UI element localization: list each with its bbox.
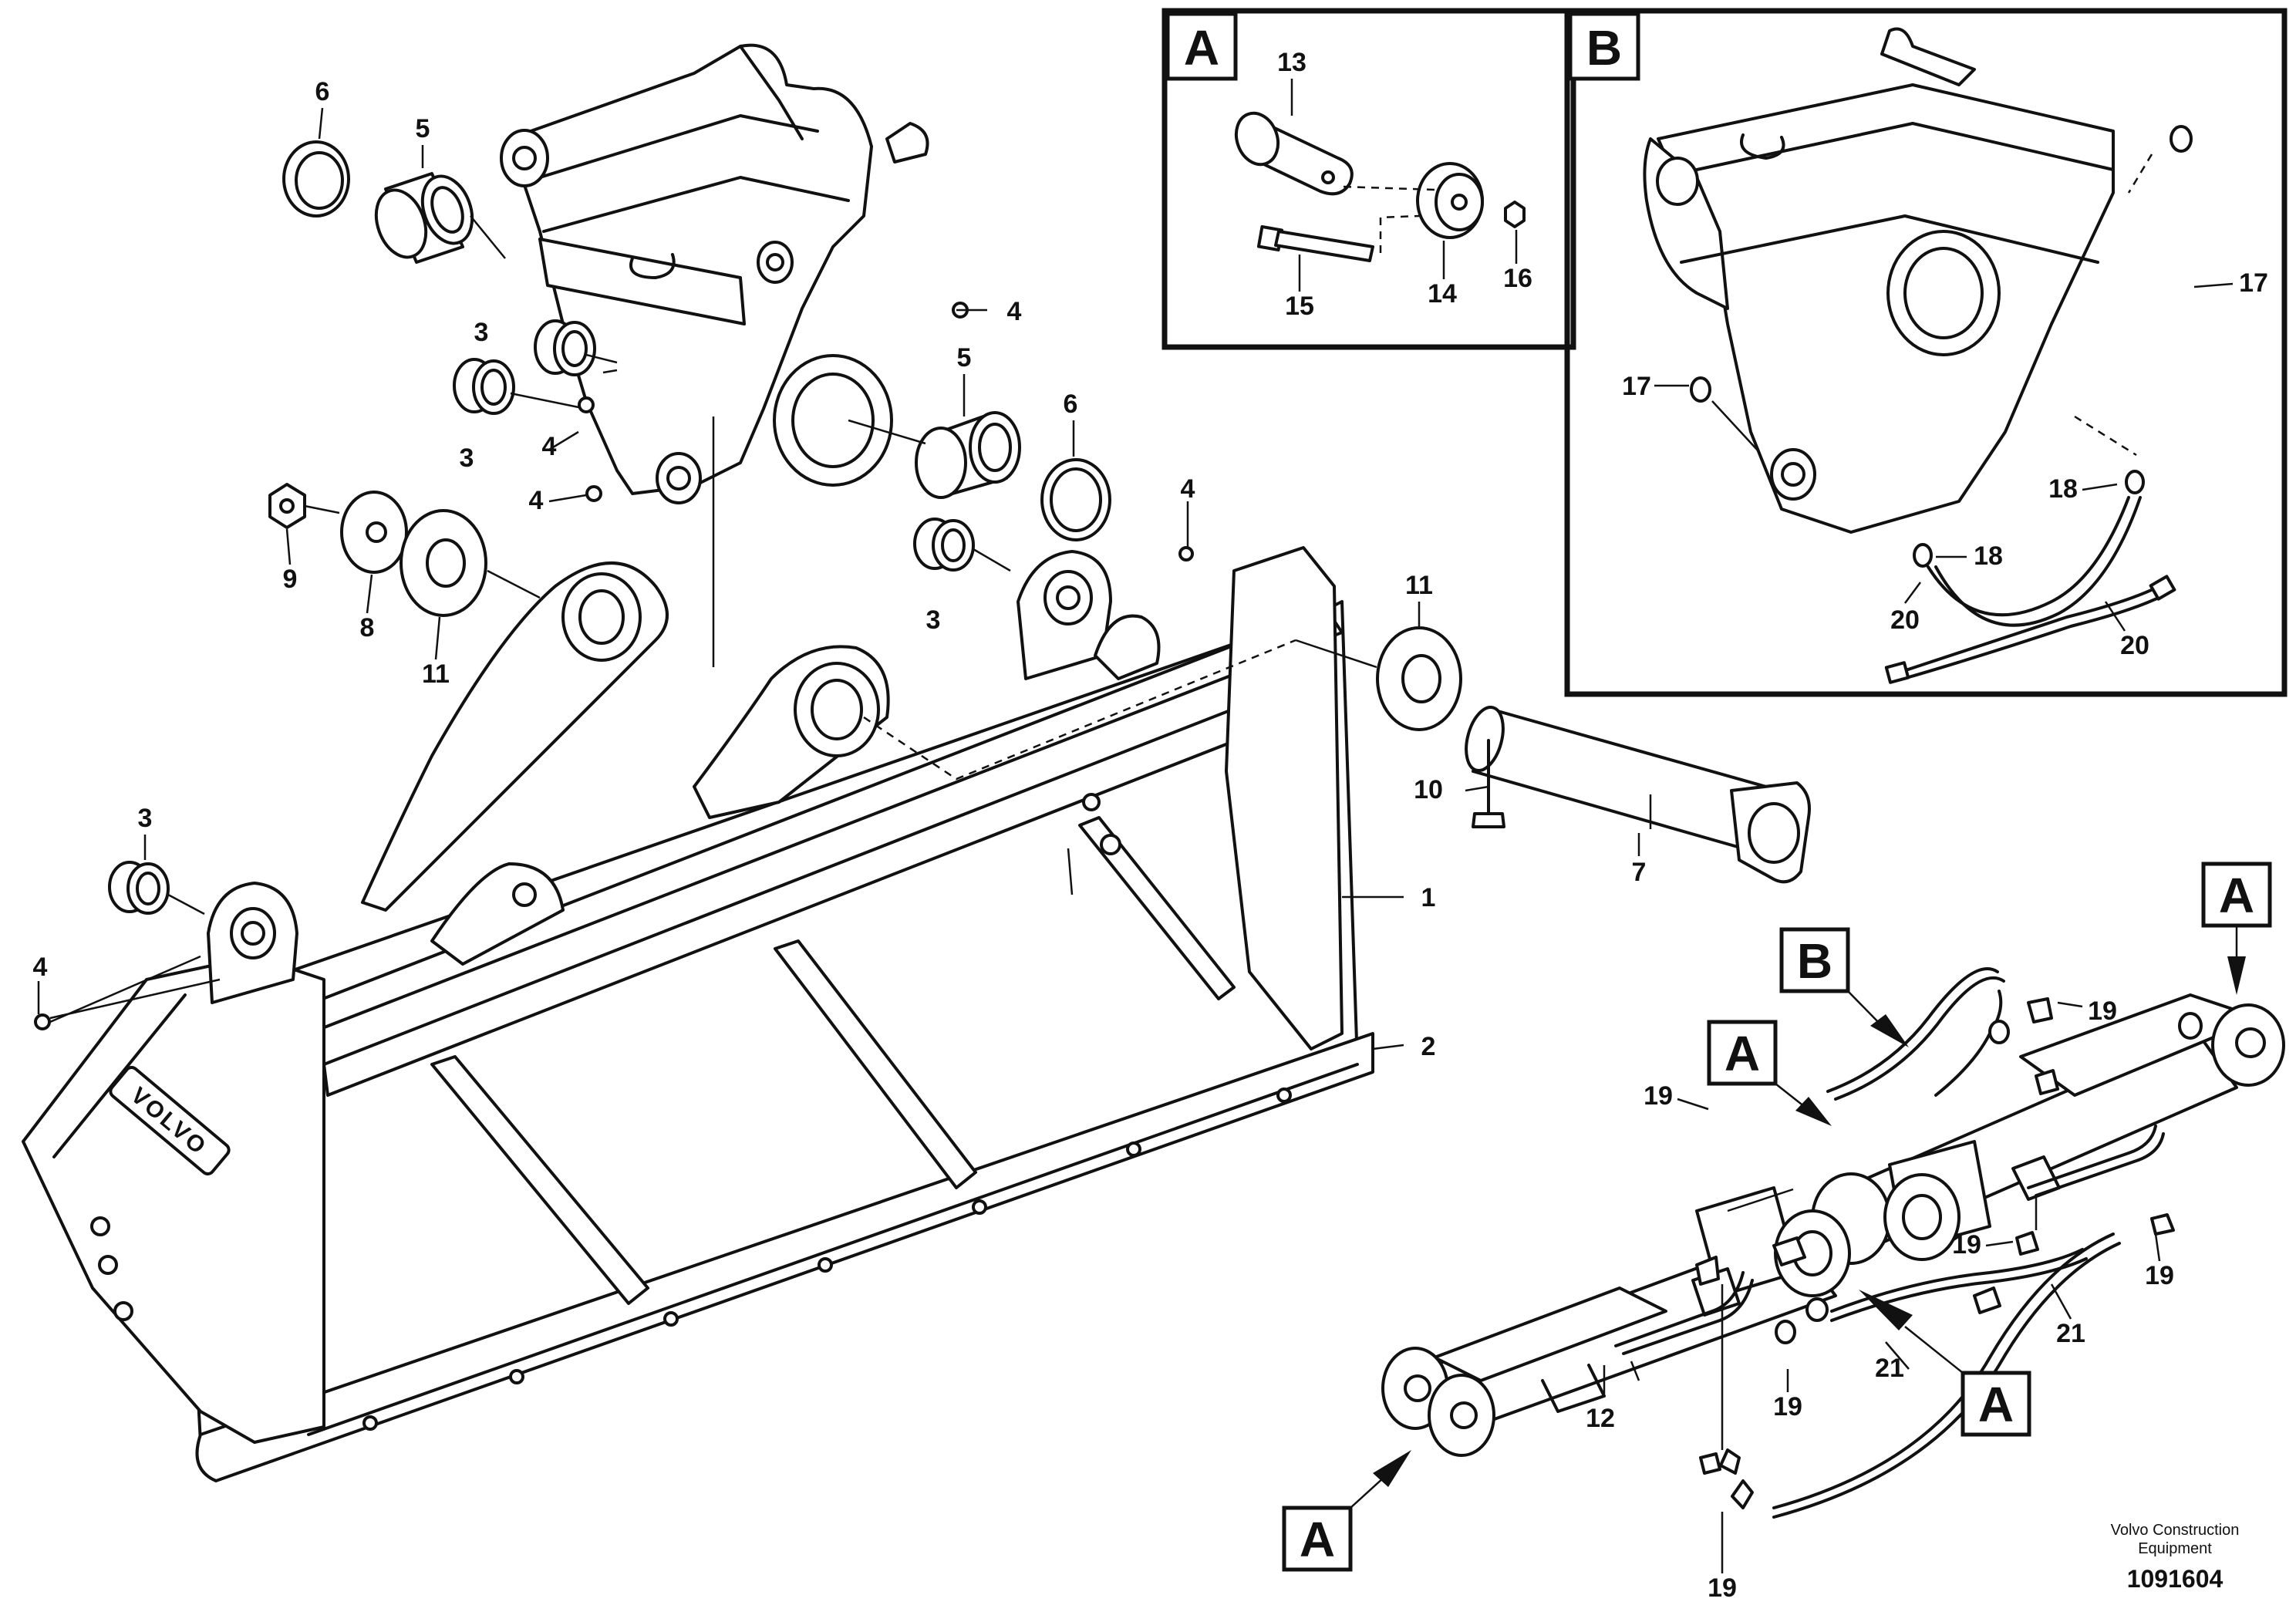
callout-18-upper: 18	[2048, 474, 2078, 504]
callout-21-b: 21	[2056, 1319, 2085, 1348]
callout-19-f: 19	[1708, 1573, 1737, 1603]
washer-8	[340, 491, 408, 574]
bush-5-left	[374, 172, 474, 264]
callout-4-a: 4	[1007, 297, 1022, 326]
callout-3-upper-b: 3	[460, 443, 474, 473]
callout-19-d: 19	[2145, 1261, 2174, 1290]
o-ring-6-right	[1040, 458, 1111, 541]
callout-6-left: 6	[315, 77, 330, 106]
inset-b-label: B	[1586, 20, 1622, 76]
callout-19-b: 19	[1644, 1081, 1673, 1111]
callout-6-right: 6	[1064, 389, 1078, 419]
hoses-20	[1884, 496, 2176, 684]
view-label-a-top-right: A	[2201, 862, 2272, 995]
callout-3-lower: 3	[138, 804, 153, 833]
washer-11-left	[400, 509, 487, 617]
inset-a-frame	[1161, 8, 1576, 350]
callout-11-left: 11	[422, 659, 450, 689]
view-label-a-lower-right: A	[1859, 1290, 2031, 1437]
callout-7: 7	[1632, 858, 1647, 887]
view-label-a2: A	[1725, 1026, 1760, 1081]
callout-15: 15	[1285, 292, 1314, 321]
bucket-1: VOLVO	[22, 546, 1374, 1482]
lock-pin-10	[1472, 739, 1505, 828]
view-label-b: B	[1779, 927, 1909, 1047]
drawing-number: 1091604	[2127, 1565, 2224, 1593]
view-label-a4: A	[1300, 1512, 1335, 1567]
view-label-a3: A	[1978, 1377, 2014, 1432]
callout-19-c: 19	[1952, 1230, 1981, 1259]
callout-14: 14	[1428, 279, 1457, 309]
callout-4-b: 4	[542, 432, 557, 461]
pin-7	[1465, 706, 1811, 884]
callout-17-left: 17	[1622, 372, 1651, 401]
washer-14	[1416, 162, 1484, 239]
callout-5-left: 5	[416, 114, 430, 143]
callout-9: 9	[283, 565, 298, 594]
callout-1: 1	[1421, 883, 1436, 912]
callout-20-right: 20	[2120, 631, 2149, 660]
view-label-a1: A	[2219, 868, 2254, 923]
cylinder-12	[1381, 993, 2285, 1457]
bush-3-upper-a	[534, 319, 596, 376]
callout-2: 2	[1421, 1032, 1436, 1061]
callout-19-e: 19	[1773, 1392, 1802, 1421]
callout-4-c: 4	[529, 486, 544, 515]
callout-4-e: 4	[33, 953, 48, 982]
callout-10: 10	[1414, 775, 1443, 804]
callout-20-left: 20	[1890, 605, 1920, 635]
inset-a-tag: A	[1165, 12, 1238, 81]
inset-a-label: A	[1184, 20, 1219, 76]
view-label-a-middle: A	[1707, 1020, 1832, 1126]
callout-8: 8	[360, 613, 375, 642]
nut-9	[268, 483, 306, 529]
nut-16	[1504, 201, 1526, 228]
bush-5-right	[915, 411, 1021, 499]
inset-b-adapter	[1643, 27, 2115, 534]
footer-company-line2: Equipment	[2138, 1540, 2212, 1557]
o-ring-6-left	[282, 140, 350, 218]
inset-b-frame	[1564, 8, 2288, 697]
callout-19-a: 19	[2088, 996, 2117, 1026]
view-label-b1: B	[1797, 933, 1832, 989]
callout-4-d: 4	[1181, 474, 1195, 504]
fittings-17-18	[1690, 125, 2193, 568]
quick-coupler-frame	[500, 43, 929, 504]
bush-3-lower-left	[108, 861, 170, 915]
callout-11-right: 11	[1405, 571, 1433, 600]
inset-b-tag: B	[1568, 12, 1640, 81]
callout-12: 12	[1586, 1404, 1615, 1433]
bolt-15	[1256, 224, 1374, 262]
fittings-19	[1695, 997, 2175, 1509]
bush-3-upper-b	[453, 358, 515, 415]
grease-nipple-4-lower	[34, 1013, 51, 1030]
footer-company: Volvo Construction	[2111, 1522, 2240, 1539]
pin-13	[1234, 111, 1354, 196]
washer-11-right	[1376, 626, 1462, 731]
view-label-a-bottom-left: A	[1282, 1450, 1411, 1572]
callout-5-right: 5	[957, 343, 972, 373]
callout-3-right: 3	[926, 605, 941, 635]
callout-17-right: 17	[2239, 268, 2268, 298]
grease-nipple-4-right	[1178, 546, 1194, 561]
callout-18-lower: 18	[1974, 541, 2003, 571]
callout-16: 16	[1503, 264, 1532, 293]
bush-3-upper-right	[913, 518, 975, 572]
callout-13: 13	[1277, 48, 1306, 77]
callout-3-upper-a: 3	[474, 318, 489, 347]
